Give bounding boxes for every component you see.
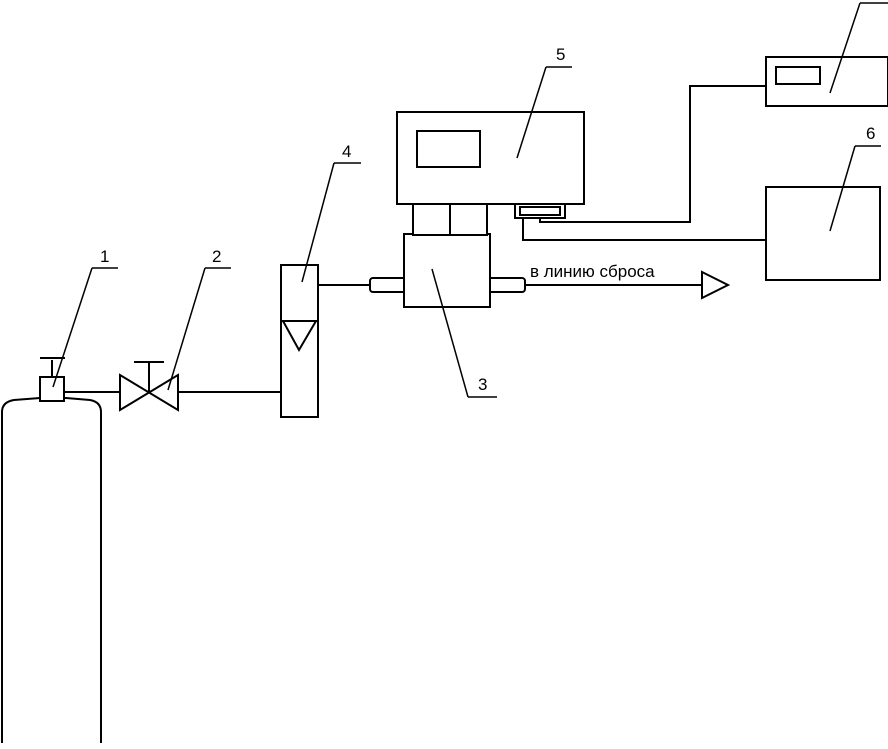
label-recorder: 6 <box>866 124 875 143</box>
label-cell: 3 <box>478 375 487 394</box>
signal-line-recorder <box>522 218 766 241</box>
label-cylinder: 1 <box>100 247 109 266</box>
gas-cylinder <box>1 357 102 743</box>
rotameter <box>280 264 319 418</box>
needle-valve <box>119 361 179 412</box>
analyzer <box>396 111 585 236</box>
display-unit <box>765 56 888 107</box>
label-rotameter: 4 <box>342 142 351 161</box>
detector-cell <box>369 233 526 308</box>
label-analyzer: 5 <box>556 45 565 64</box>
label-valve: 2 <box>212 247 221 266</box>
outlet-caption: в линию сброса <box>530 262 655 281</box>
signal-line-display <box>539 85 766 223</box>
recorder <box>765 186 881 281</box>
outlet-arrow <box>701 270 731 300</box>
leader-lines <box>52 2 888 398</box>
